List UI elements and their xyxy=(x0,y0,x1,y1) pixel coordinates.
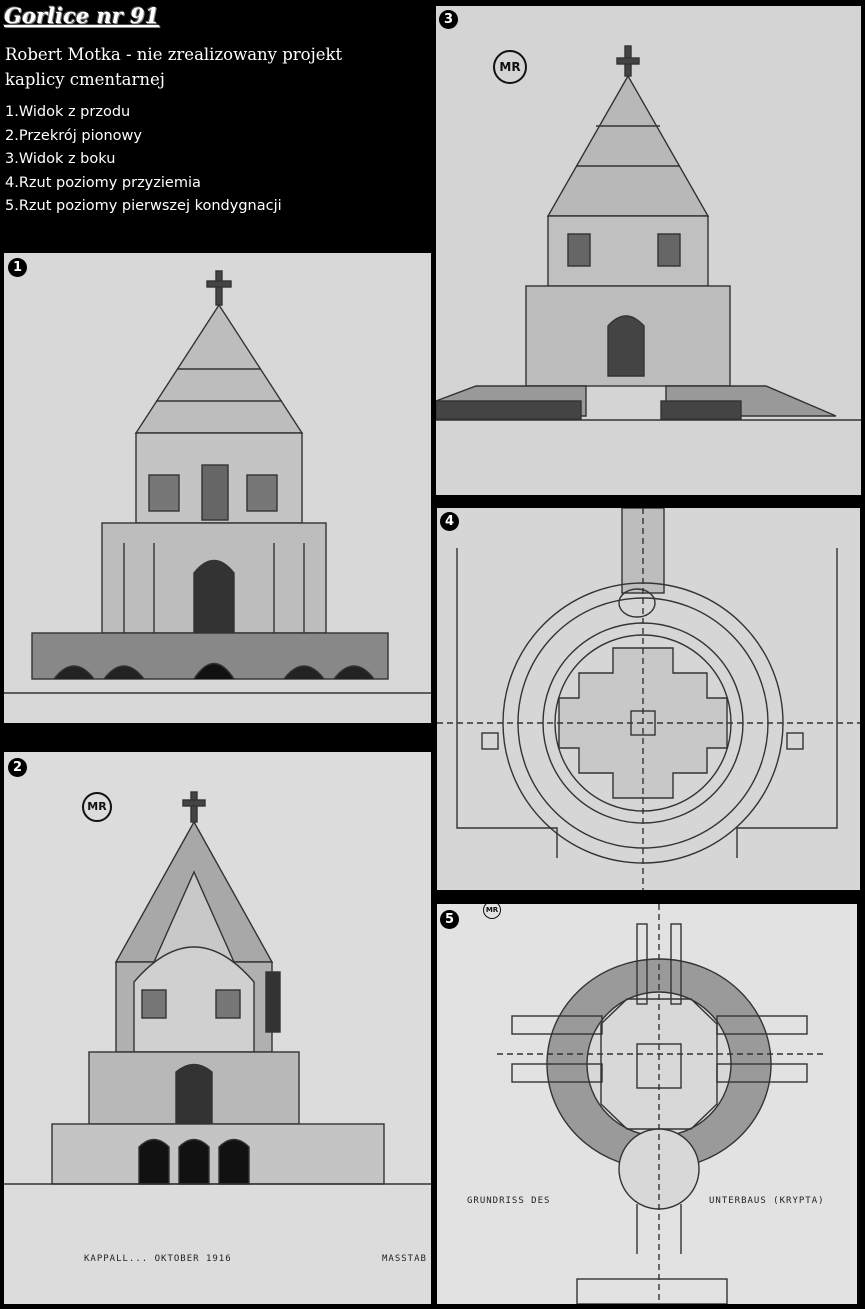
view-number-badge: 3 xyxy=(439,10,458,29)
section-view-sketch xyxy=(4,752,431,1304)
side-view-sketch xyxy=(436,6,861,495)
plan-label: UNTERBAUS (KRYPTA) xyxy=(709,1196,825,1206)
project-description: Robert Motka - nie zrealizowany projekt … xyxy=(5,45,343,89)
list-item: 3.Widok z boku xyxy=(5,151,116,167)
architect-monogram: MR xyxy=(493,50,527,84)
view-number-badge: 1 xyxy=(8,258,27,277)
list-item: 4.Rzut poziomy przyziemia xyxy=(5,174,201,191)
plan-label: GRUNDRISS DES xyxy=(467,1196,551,1206)
view-list: 1.Widok z przodu 2.Przekrój pionowy 3.Wi… xyxy=(5,101,282,219)
drawing-caption: MASSTAB xyxy=(382,1254,427,1264)
crypt-plan-drawing: 5 MR GRUNDRISS DES UNTERBAUS (KRYPTA) xyxy=(437,904,857,1304)
architect-monogram: MR xyxy=(82,792,112,822)
side-view-drawing: 3 MR xyxy=(436,6,861,495)
crypt-plan-sketch xyxy=(437,904,857,1304)
section-view-drawing: 2 MR KAPPALL... OKTOBER 1916 MASSTAB xyxy=(4,752,431,1304)
view-number-badge: 4 xyxy=(440,512,459,531)
view-number-badge: 5 xyxy=(440,910,459,929)
architect-monogram: MR xyxy=(483,904,501,919)
ground-plan-sketch xyxy=(437,508,860,890)
front-view-sketch xyxy=(4,253,431,723)
view-number-badge: 2 xyxy=(8,758,27,777)
ground-plan-drawing: 4 xyxy=(437,508,860,890)
list-item: 2.Przekrój pionowy xyxy=(5,127,142,144)
list-item: 5.Rzut poziomy pierwszej kondygnacji xyxy=(5,198,282,214)
list-item: 1.Widok z przodu xyxy=(5,104,131,120)
front-view-drawing: 1 xyxy=(4,253,431,723)
page-title: Gorlice nr 91 xyxy=(4,3,160,28)
drawing-caption: KAPPALL... OKTOBER 1916 xyxy=(84,1254,232,1264)
